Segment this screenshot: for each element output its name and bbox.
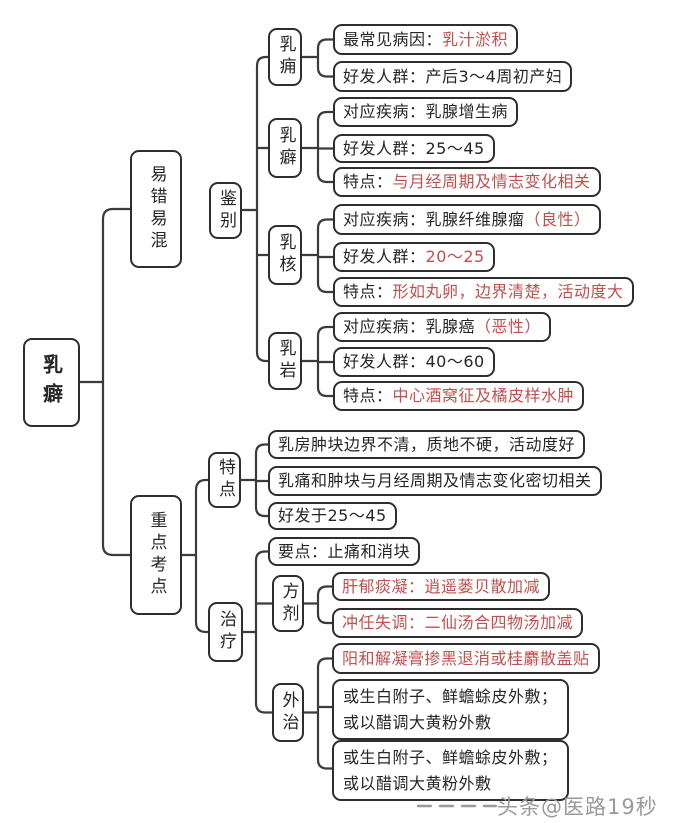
leaf-text-highlight: （良性） <box>524 209 591 229</box>
leaf-text: 特点： <box>343 282 393 302</box>
leaf-text-highlight: 形如丸卵，边界清楚，活动度大 <box>392 282 624 302</box>
node-ruhe: 乳核 <box>268 225 302 285</box>
leaf-external-yanghe: 阳和解凝膏掺黑退消或桂麝散盖贴 <box>332 643 600 674</box>
trunk-bracket <box>78 207 132 557</box>
leaf-cause-milk-stasis: 最常见病因：乳汁淤积 <box>333 24 519 55</box>
leaf-ruyan-feature: 特点：中心酒窝征及橘皮样水肿 <box>333 381 585 411</box>
leaf-formula-ganyu: 肝郁痰凝：逍遥蒌贝散加减 <box>332 572 551 601</box>
leaf-treatment-keypoint: 要点：止痛和消块 <box>268 537 421 566</box>
leaf-text: 好发人群：产后3～4周初产妇 <box>343 66 563 86</box>
tedian-bracket <box>239 443 270 518</box>
leaf-external-fuzi-1: 或生白附子、鲜蟾蜍皮外敷； 或以醋调大黄粉外敷 <box>332 679 569 741</box>
leaf-text-highlight: 肝郁痰凝：逍遥蒌贝散加减 <box>342 576 541 596</box>
leaf-text: 或生白附子、鲜蟾蜍皮外敷； 或以醋调大黄粉外敷 <box>343 748 558 793</box>
leaf-ruhe-population: 好发人群：20～25 <box>333 242 495 272</box>
ruhe-bracket <box>300 218 335 294</box>
node-rupi-sub: 乳癖 <box>268 118 302 178</box>
leaf-text-highlight: 与月经周期及情志变化相关 <box>392 172 591 192</box>
leaf-text: 好发人群： <box>343 247 426 267</box>
node-root-rupi: 乳癖 <box>23 338 80 427</box>
fangji-bracket <box>302 585 334 625</box>
leaf-text-highlight: （恶性） <box>475 317 542 337</box>
leaf-feature-cycle: 乳痛和肿块与月经周期及情志变化密切相关 <box>268 466 602 496</box>
leaf-text: 对应疾病：乳腺增生病 <box>343 102 509 122</box>
leaf-formula-chongren: 冲任失调：二仙汤合四物汤加减 <box>332 608 584 638</box>
leaf-ruhe-disease: 对应疾病：乳腺纤维腺瘤（良性） <box>333 204 601 235</box>
jianbie-bracket <box>240 55 270 363</box>
leaf-text: 好发人群：40～60 <box>343 352 485 372</box>
leaf-text: 对应疾病：乳腺纤维腺瘤 <box>343 209 525 229</box>
node-jianbie: 鉴别 <box>209 182 242 239</box>
node-waizhi: 外治 <box>272 683 304 742</box>
leaf-text: 好发于25～45 <box>278 506 387 526</box>
leaf-rupi-disease: 对应疾病：乳腺增生病 <box>333 97 519 127</box>
zhiliao-bracket <box>241 550 274 714</box>
ruyong-bracket <box>300 38 335 78</box>
leaf-text-highlight: 乳汁淤积 <box>442 29 509 49</box>
waizhi-bracket <box>302 657 334 770</box>
leaf-ruyan-disease: 对应疾病：乳腺癌（恶性） <box>333 312 552 342</box>
leaf-text-highlight: 阳和解凝膏掺黑退消或桂麝散盖贴 <box>342 648 590 668</box>
node-yicuoyihun: 易错易混 <box>130 150 182 268</box>
leaf-ruyan-population: 好发人群：40～60 <box>333 347 495 377</box>
leaf-feature-age: 好发于25～45 <box>268 502 397 530</box>
leaf-text: 乳房肿块边界不清，质地不硬，活动度好 <box>278 434 576 454</box>
leaf-text: 乳痛和肿块与月经周期及情志变化密切相关 <box>278 471 592 491</box>
leaf-text-highlight: 20～25 <box>425 247 485 267</box>
node-ruyong: 乳痈 <box>268 28 302 86</box>
node-fangji: 方剂 <box>272 575 304 632</box>
leaf-ruyong-population: 好发人群：产后3～4周初产妇 <box>333 61 573 92</box>
leaf-ruhe-feature: 特点：形如丸卵，边界清楚，活动度大 <box>333 277 634 307</box>
ruyan-bracket <box>300 325 335 398</box>
leaf-text: 对应疾病：乳腺癌 <box>343 317 476 337</box>
leaf-text: 或生白附子、鲜蟾蜍皮外敷； 或以醋调大黄粉外敷 <box>343 687 558 732</box>
leaf-text: 最常见病因： <box>343 29 443 49</box>
node-zhiliao: 治疗 <box>208 602 243 662</box>
leaf-rupi-population: 好发人群：25～45 <box>333 134 495 163</box>
rupi-bracket <box>300 110 335 184</box>
leaf-external-fuzi-2: 或生白附子、鲜蟾蜍皮外敷； 或以醋调大黄粉外敷 <box>332 740 569 802</box>
leaf-text: 特点： <box>343 172 393 192</box>
watermark: 头条@医路19秒 <box>497 795 658 819</box>
leaf-text: 特点： <box>343 386 393 406</box>
leaf-feature-lump: 乳房肿块边界不清，质地不硬，活动度好 <box>268 430 586 459</box>
kaodian-bracket <box>180 478 210 634</box>
leaf-text: 要点：止痛和消块 <box>278 541 411 561</box>
leaf-text-highlight: 冲任失调：二仙汤合四物汤加减 <box>342 613 574 633</box>
node-zhongdian-kaodian: 重点考点 <box>130 495 182 615</box>
leaf-text-highlight: 中心酒窝征及橘皮样水肿 <box>392 386 575 406</box>
leaf-rupi-feature: 特点：与月经周期及情志变化相关 <box>333 167 601 197</box>
leaf-text: 好发人群：25～45 <box>343 138 485 158</box>
node-ruyan: 乳岩 <box>268 332 302 390</box>
node-tedian: 特点 <box>208 452 241 508</box>
